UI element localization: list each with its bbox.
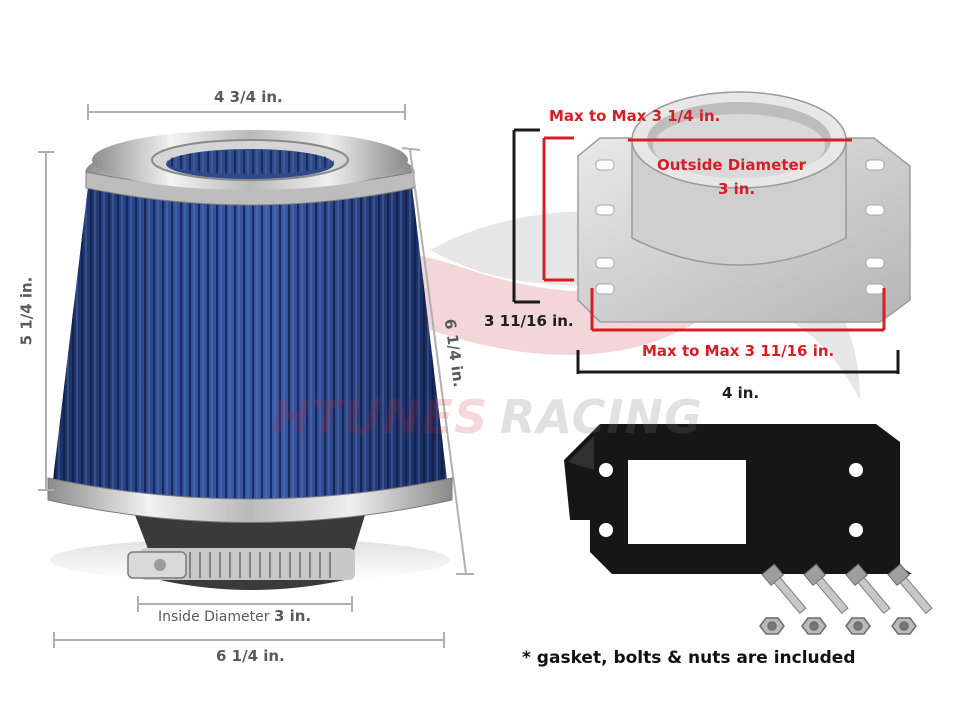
- adapter-height-label: 3 11/16 in.: [484, 312, 574, 330]
- maf-adapter: [577, 91, 911, 323]
- outside-diameter-value: 3 in.: [718, 180, 756, 198]
- max-to-max-top-label: Max to Max 3 1/4 in.: [549, 107, 721, 125]
- outside-diameter-label: Outside Diameter: [657, 156, 807, 174]
- included-parts-note: * gasket, bolts & nuts are included: [522, 648, 856, 668]
- watermark-brand-left: HTUNES: [272, 390, 489, 444]
- filter-top-width-label: 4 3/4 in.: [214, 88, 283, 106]
- filter-base-width-label: 6 1/4 in.: [216, 647, 285, 665]
- adapter-dimension-lines: [512, 128, 900, 374]
- filter-height-label: 5 1/4 in.: [17, 276, 36, 346]
- inside-diameter-value: 3 in.: [273, 607, 312, 625]
- watermark-brand-right: RACING: [500, 390, 703, 444]
- filter-dimension-lines: [38, 104, 474, 648]
- bolts: [761, 563, 933, 615]
- inside-diameter-text: Inside Diameter: [158, 609, 270, 625]
- adapter-width-label: 4 in.: [722, 384, 760, 402]
- gasket: [564, 424, 912, 574]
- nuts: [759, 617, 917, 635]
- inside-diameter-label: Inside Diameter 3 in.: [158, 607, 311, 625]
- air-filter: [47, 130, 453, 590]
- max-to-max-bottom-label: Max to Max 3 11/16 in.: [642, 342, 835, 360]
